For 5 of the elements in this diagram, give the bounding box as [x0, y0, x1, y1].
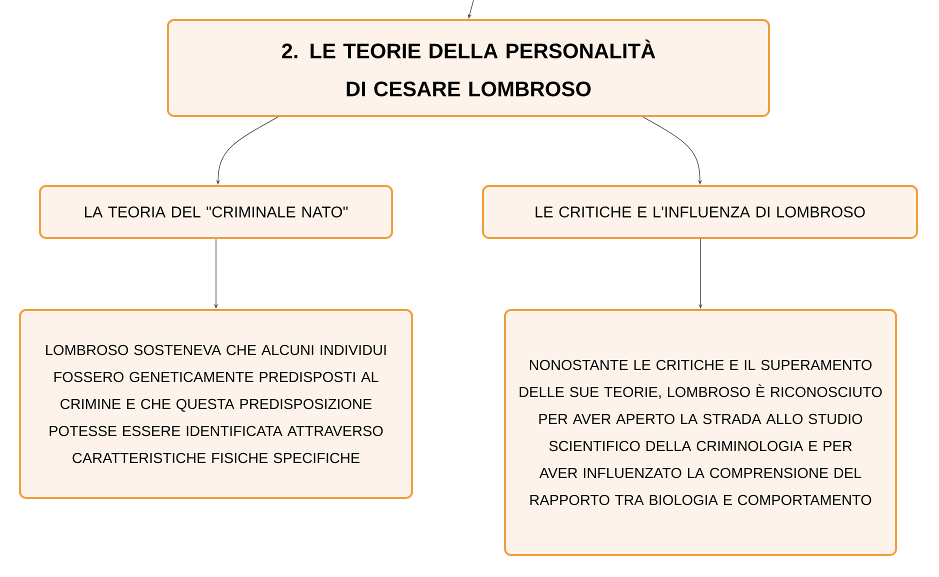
description-box: LOMBROSO SOSTENEVA CHE ALCUNI INDIVIDUI FOSSERO GENETICAMENTE PREDISPOSTI AL CRIMINE E CHE QUESTA PREDISPOSIZIONE POTESSE ESSERE IDENTIFICATA ATTRAVERSO CARATTERISTICHE FISICHE SPECIFICHE: [19, 309, 413, 499]
topic-box: LA TEORIA DEL "CRIMINALE NATO": [39, 185, 393, 239]
description-box: NONOSTANTE LE CRITICHE E IL SUPERAMENTO DELLE SUE TEORIE, LOMBROSO È RICONOSCIUTO PER AVER APERTO LA STRADA ALLO STUDIO SCIENTIFICO DELLA CRIMINOLOGIA E PER AVER INFLUENZATO LA COMPRENSIONE DEL RAPPORTO TRA BIOLOGIA E COMPORTAMENTO: [504, 309, 897, 556]
topic-box: LE CRITICHE E L'INFLUENZA DI LOMBROSO: [482, 185, 918, 239]
title-box: 2. LE TEORIE DELLA PERSONALITÀ DI CESARE LOMBROSO: [167, 19, 770, 117]
